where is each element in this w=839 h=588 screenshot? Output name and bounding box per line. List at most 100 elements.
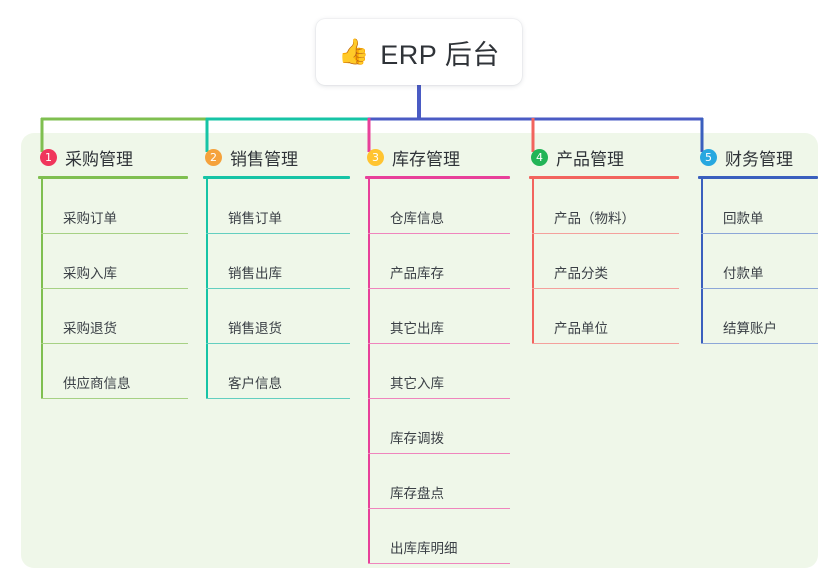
branch-item[interactable]: 产品库存 xyxy=(368,234,510,289)
branch-column-1: 1 采购管理采购订单采购入库采购退货供应商信息 xyxy=(38,144,188,399)
branches-panel xyxy=(21,133,818,568)
branch-item-list: 仓库信息产品库存其它出库其它入库库存调拨库存盘点出库库明细 xyxy=(365,179,510,564)
branch-item[interactable]: 付款单 xyxy=(701,234,818,289)
branch-item[interactable]: 库存盘点 xyxy=(368,454,510,509)
branch-number-badge: 5 xyxy=(700,148,717,166)
branch-title: 财务管理 xyxy=(725,149,793,169)
branch-item-label: 产品（物料） xyxy=(554,210,635,226)
root-node-title: ERP 后台 xyxy=(380,39,500,70)
root-node-card[interactable]: 👍 ERP 后台 xyxy=(316,19,522,85)
branch-number-badge: 3 xyxy=(367,148,384,166)
branch-item[interactable]: 销售出库 xyxy=(206,234,350,289)
branch-item-underline xyxy=(368,507,510,509)
branch-item-underline xyxy=(532,232,679,234)
branch-item[interactable]: 回款单 xyxy=(701,179,818,234)
branch-item-label: 结算账户 xyxy=(723,320,777,336)
branch-item-underline xyxy=(41,232,188,234)
branch-column-2: 2 销售管理销售订单销售出库销售退货客户信息 xyxy=(203,144,350,399)
branch-item-underline xyxy=(532,342,679,344)
branch-item-label: 客户信息 xyxy=(228,375,282,391)
branch-item-underline xyxy=(206,232,350,234)
branch-item[interactable]: 其它出库 xyxy=(368,289,510,344)
branch-item[interactable]: 供应商信息 xyxy=(41,344,188,399)
branch-number-badge: 2 xyxy=(205,148,222,166)
branch-item-underline xyxy=(41,287,188,289)
branch-item[interactable]: 产品分类 xyxy=(532,234,679,289)
root-node-content: 👍 ERP 后台 xyxy=(338,33,500,72)
branch-header-5[interactable]: 5 财务管理 xyxy=(698,144,818,170)
branch-title: 库存管理 xyxy=(392,149,460,169)
branch-header-underline xyxy=(529,176,679,179)
branch-item-underline xyxy=(41,342,188,344)
branch-item-label: 库存盘点 xyxy=(390,485,444,501)
branch-item[interactable]: 库存调拨 xyxy=(368,399,510,454)
branch-item-underline xyxy=(701,287,818,289)
branch-item-underline xyxy=(206,397,350,399)
branch-item-label: 库存调拨 xyxy=(390,430,444,446)
branch-item[interactable]: 销售订单 xyxy=(206,179,350,234)
branch-item-label: 采购订单 xyxy=(63,210,117,226)
branch-title: 采购管理 xyxy=(65,149,133,169)
branch-item-label: 其它出库 xyxy=(390,320,444,336)
branch-item-label: 采购入库 xyxy=(63,265,117,281)
branch-item-underline xyxy=(701,342,818,344)
branch-header-2[interactable]: 2 销售管理 xyxy=(203,144,350,170)
branch-item[interactable]: 产品单位 xyxy=(532,289,679,344)
branch-item-underline xyxy=(368,287,510,289)
branch-item-list: 产品（物料） 产品分类产品单位 xyxy=(529,179,679,344)
branch-item-underline xyxy=(206,287,350,289)
branch-item-label: 产品库存 xyxy=(390,265,444,281)
branch-item-label: 销售出库 xyxy=(228,265,282,281)
branch-spine xyxy=(206,179,208,399)
branch-item-underline xyxy=(368,562,510,564)
branch-header-3[interactable]: 3 库存管理 xyxy=(365,144,510,170)
branch-item-label: 产品分类 xyxy=(554,265,608,281)
branch-item[interactable]: 其它入库 xyxy=(368,344,510,399)
branch-item-label: 付款单 xyxy=(723,265,764,281)
branch-item-underline xyxy=(368,232,510,234)
branch-header-underline xyxy=(203,176,350,179)
branch-item-label: 仓库信息 xyxy=(390,210,444,226)
branch-item-underline xyxy=(206,342,350,344)
branch-header-underline xyxy=(365,176,510,179)
branch-item-label: 采购退货 xyxy=(63,320,117,336)
branch-column-4: 4 产品管理产品（物料） 产品分类产品单位 xyxy=(529,144,679,344)
branch-header-4[interactable]: 4 产品管理 xyxy=(529,144,679,170)
branch-item-underline xyxy=(701,232,818,234)
branch-item-label: 供应商信息 xyxy=(63,375,131,391)
branch-title: 产品管理 xyxy=(556,149,624,169)
branch-item-underline xyxy=(368,397,510,399)
branch-spine xyxy=(532,179,534,344)
branch-item[interactable]: 采购入库 xyxy=(41,234,188,289)
branch-item-underline xyxy=(368,452,510,454)
branch-item[interactable]: 出库库明细 xyxy=(368,509,510,564)
branch-item[interactable]: 销售退货 xyxy=(206,289,350,344)
branch-spine xyxy=(41,179,43,399)
branch-spine xyxy=(701,179,703,344)
branch-item[interactable]: 采购订单 xyxy=(41,179,188,234)
branch-number-badge: 4 xyxy=(531,148,548,166)
branch-column-5: 5 财务管理回款单付款单结算账户 xyxy=(698,144,818,344)
branch-header-underline xyxy=(38,176,188,179)
branch-item[interactable]: 结算账户 xyxy=(701,289,818,344)
branch-item[interactable]: 客户信息 xyxy=(206,344,350,399)
branch-item-list: 回款单付款单结算账户 xyxy=(698,179,818,344)
branch-item-underline xyxy=(532,287,679,289)
branch-item-list: 销售订单销售出库销售退货客户信息 xyxy=(203,179,350,399)
branch-item-list: 采购订单采购入库采购退货供应商信息 xyxy=(38,179,188,399)
branch-spine xyxy=(368,179,370,564)
branch-item-label: 产品单位 xyxy=(554,320,608,336)
branch-item-label: 销售退货 xyxy=(228,320,282,336)
branch-item[interactable]: 仓库信息 xyxy=(368,179,510,234)
branch-item[interactable]: 产品（物料） xyxy=(532,179,679,234)
branch-item-underline xyxy=(41,397,188,399)
branch-item-label: 回款单 xyxy=(723,210,764,226)
branch-number-badge: 1 xyxy=(40,148,57,166)
branch-header-1[interactable]: 1 采购管理 xyxy=(38,144,188,170)
branch-title: 销售管理 xyxy=(230,149,298,169)
branch-item[interactable]: 采购退货 xyxy=(41,289,188,344)
branch-column-3: 3 库存管理仓库信息产品库存其它出库其它入库库存调拨库存盘点出库库明细 xyxy=(365,144,510,564)
branch-item-label: 其它入库 xyxy=(390,375,444,391)
branch-item-underline xyxy=(368,342,510,344)
